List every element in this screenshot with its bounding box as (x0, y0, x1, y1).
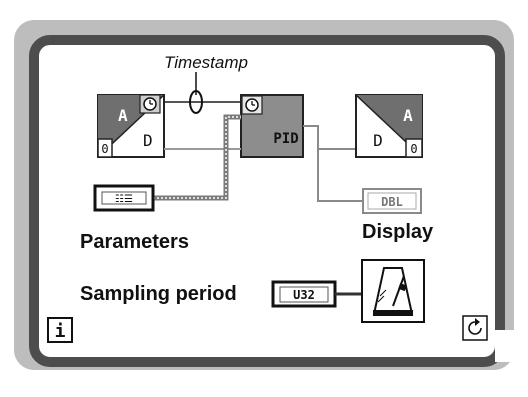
u32-terminal-label: U32 (293, 288, 315, 302)
frame-gap (495, 330, 521, 362)
display-label: Display (362, 221, 434, 243)
analog-input-block[interactable]: A D 0 (97, 94, 165, 158)
pid-label: PID (273, 131, 298, 147)
output-block-bottom-letter: D (373, 131, 383, 150)
loop-iteration-icon[interactable] (462, 315, 488, 341)
input-block-top-letter: A (118, 106, 128, 125)
parameters-label: Parameters (80, 231, 189, 253)
pid-output-wire[interactable] (303, 125, 356, 150)
display-terminal[interactable]: DBL (362, 188, 422, 214)
analog-output-block[interactable]: A D 0 (355, 94, 423, 158)
dbl-terminal-label: DBL (381, 195, 403, 209)
sampling-period-label: Sampling period (80, 283, 237, 305)
input-block-bottom-letter: D (143, 131, 153, 150)
input-block-corner-digit: 0 (101, 142, 108, 156)
display-wire[interactable] (317, 149, 363, 202)
input-channel-box (97, 138, 113, 158)
output-block-corner-digit: 0 (410, 142, 417, 156)
info-icon[interactable]: i (47, 317, 73, 343)
info-button-label: i (55, 321, 66, 342)
output-channel-box (405, 138, 423, 158)
output-block-top-letter: A (403, 106, 413, 125)
parameters-terminal[interactable]: ☷☰ (93, 184, 155, 212)
pid-block[interactable]: PID (240, 94, 304, 158)
clock-icon (139, 94, 161, 114)
wire-probe[interactable] (189, 90, 203, 114)
timestamp-label: Timestamp (164, 53, 248, 72)
sampling-period-terminal[interactable]: U32 (271, 280, 337, 308)
cluster-terminal-glyph: ☷☰ (115, 194, 133, 205)
pid-clock-icon (241, 95, 263, 115)
metronome-icon[interactable] (361, 259, 425, 323)
